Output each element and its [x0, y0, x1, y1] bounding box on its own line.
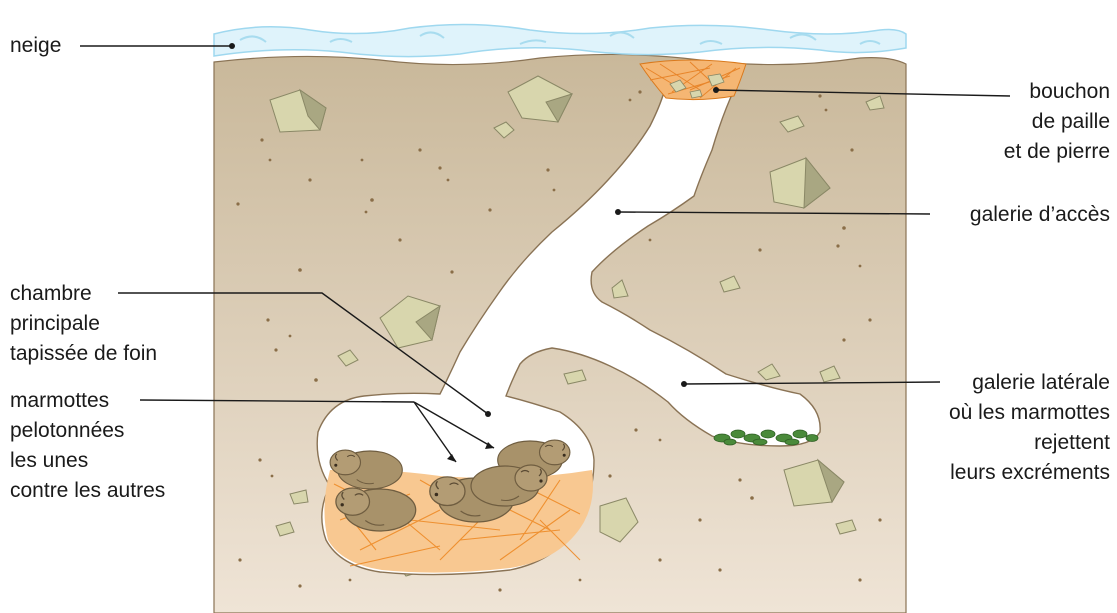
- label-plug-line-2: de paille: [1032, 110, 1110, 133]
- label-marmots: marmottes pelotonnées les unes contre le…: [10, 389, 165, 502]
- label-side-gallery: galerie latérale où les marmottes rejett…: [949, 371, 1110, 484]
- label-side-gallery-line-2: où les marmottes: [949, 401, 1110, 424]
- label-plug-line-1: bouchon: [1029, 80, 1110, 103]
- label-marmots-line-2: pelotonnées: [10, 419, 124, 442]
- label-main-chamber-line-3: tapissée de foin: [10, 342, 157, 365]
- label-plug: bouchon de paille et de pierre: [1004, 80, 1110, 163]
- label-marmots-line-3: les unes: [10, 449, 88, 472]
- label-marmots-line-1: marmottes: [10, 389, 109, 412]
- label-main-chamber: chambre principale tapissée de foin: [10, 282, 157, 365]
- label-side-gallery-line-3: rejettent: [1034, 431, 1110, 454]
- label-access-gallery: galerie d’accès: [970, 203, 1110, 226]
- snow-layer: [214, 24, 906, 56]
- label-main-chamber-line-1: chambre: [10, 282, 92, 305]
- label-side-gallery-line-1: galerie latérale: [972, 371, 1110, 394]
- label-access-gallery-line: galerie d’accès: [970, 203, 1110, 226]
- label-side-gallery-line-4: leurs excréments: [950, 461, 1110, 484]
- label-snow-line: neige: [10, 34, 61, 57]
- label-plug-line-3: et de pierre: [1004, 140, 1110, 163]
- label-marmots-line-4: contre les autres: [10, 479, 165, 502]
- label-main-chamber-line-2: principale: [10, 312, 100, 335]
- label-snow: neige: [10, 34, 61, 57]
